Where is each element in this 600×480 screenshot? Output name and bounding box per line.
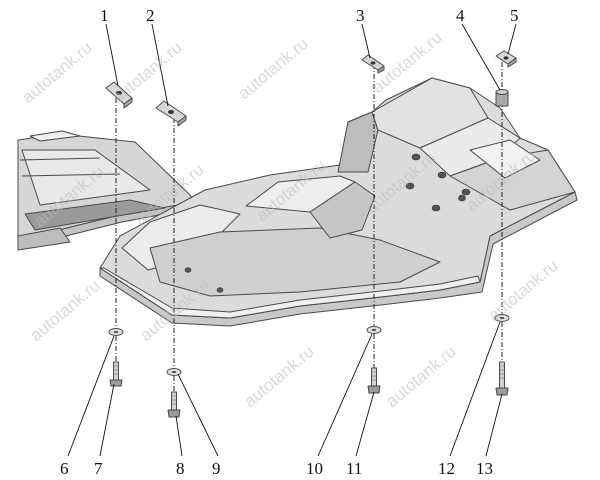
bolts [109, 361, 509, 418]
callout-4: 4 [456, 6, 465, 25]
left-adjacent-plate [17, 130, 197, 251]
fastening-plate-1 [105, 81, 133, 109]
vent-holes [184, 153, 471, 293]
watermark-text: autotank.ru [18, 38, 95, 107]
main-skid-plate [99, 77, 578, 327]
callout-10: 10 [306, 459, 323, 478]
fastening-plate-3 [361, 54, 385, 74]
bolt-7 [109, 361, 123, 387]
callout-2: 2 [146, 6, 155, 25]
callout-6: 6 [60, 459, 69, 478]
spacer-bushing-4 [495, 89, 509, 107]
washer-9 [166, 368, 182, 376]
fastening-plate-2 [155, 100, 187, 127]
callout-12: 12 [438, 459, 455, 478]
washer-12 [494, 314, 510, 322]
watermark-text: autotank.ru [26, 276, 103, 345]
watermark-text: autotank.ru [234, 34, 311, 103]
callout-3: 3 [356, 6, 365, 25]
watermark-text: autotank.ru [108, 38, 185, 107]
washer-10 [366, 326, 382, 334]
callout-labels: 1 2 3 4 5 6 7 8 9 10 11 12 13 [60, 6, 519, 478]
bolt-13 [495, 361, 509, 396]
callout-13: 13 [476, 459, 493, 478]
callout-9: 9 [212, 459, 221, 478]
callout-1: 1 [100, 6, 109, 25]
bolt-8 [167, 391, 181, 418]
callout-7: 7 [94, 459, 103, 478]
watermark-text: autotank.ru [240, 342, 317, 411]
leader-lines [67, 23, 517, 457]
callout-11: 11 [346, 459, 362, 478]
callout-8: 8 [176, 459, 185, 478]
bolt-11 [367, 367, 381, 394]
fastening-plate-5 [495, 50, 517, 68]
callout-5: 5 [510, 6, 519, 25]
watermark-text: autotank.ru [382, 342, 459, 411]
washer-6 [108, 328, 124, 336]
watermark-text: autotank.ru [484, 256, 561, 325]
washers [108, 314, 510, 376]
